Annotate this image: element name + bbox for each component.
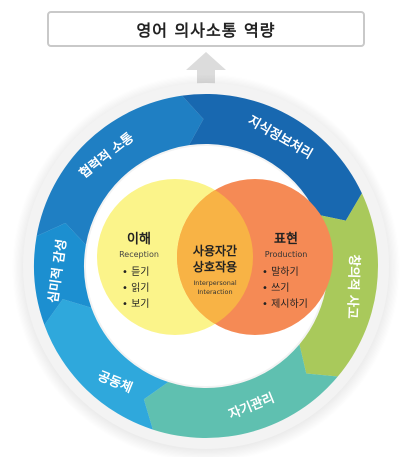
- ring-segment: [182, 94, 362, 221]
- ring-segment: [143, 344, 338, 438]
- interaction-sub-2: Interaction: [197, 288, 232, 296]
- reception-item: • 읽기: [122, 281, 149, 294]
- ring-label: 창의적 사고: [344, 254, 362, 319]
- reception-item: • 듣기: [122, 266, 149, 278]
- production-title: 표현: [274, 231, 298, 247]
- ring-segment: [33, 223, 92, 325]
- reception-item: • 보기: [122, 298, 149, 310]
- interaction-title-2: 상호작용: [193, 259, 237, 274]
- ring-segment: [299, 193, 379, 377]
- ring-segments: [33, 94, 379, 438]
- production-item: • 말하기: [262, 265, 299, 278]
- ring-segment: [44, 299, 169, 430]
- production-item: • 제시하기: [262, 297, 308, 310]
- interaction-title-1: 사용자간: [193, 243, 237, 258]
- venn-center-overlap: [177, 179, 253, 335]
- interaction-sub-1: Interpersonal: [193, 279, 237, 287]
- production-item: • 쓰기: [262, 282, 289, 294]
- ring-segment: [36, 95, 204, 245]
- production-subtitle: Production: [265, 250, 308, 259]
- reception-title: 이해: [127, 231, 151, 247]
- page-title: 영어 의사소통 역량: [47, 11, 365, 47]
- reception-subtitle: Reception: [119, 250, 159, 259]
